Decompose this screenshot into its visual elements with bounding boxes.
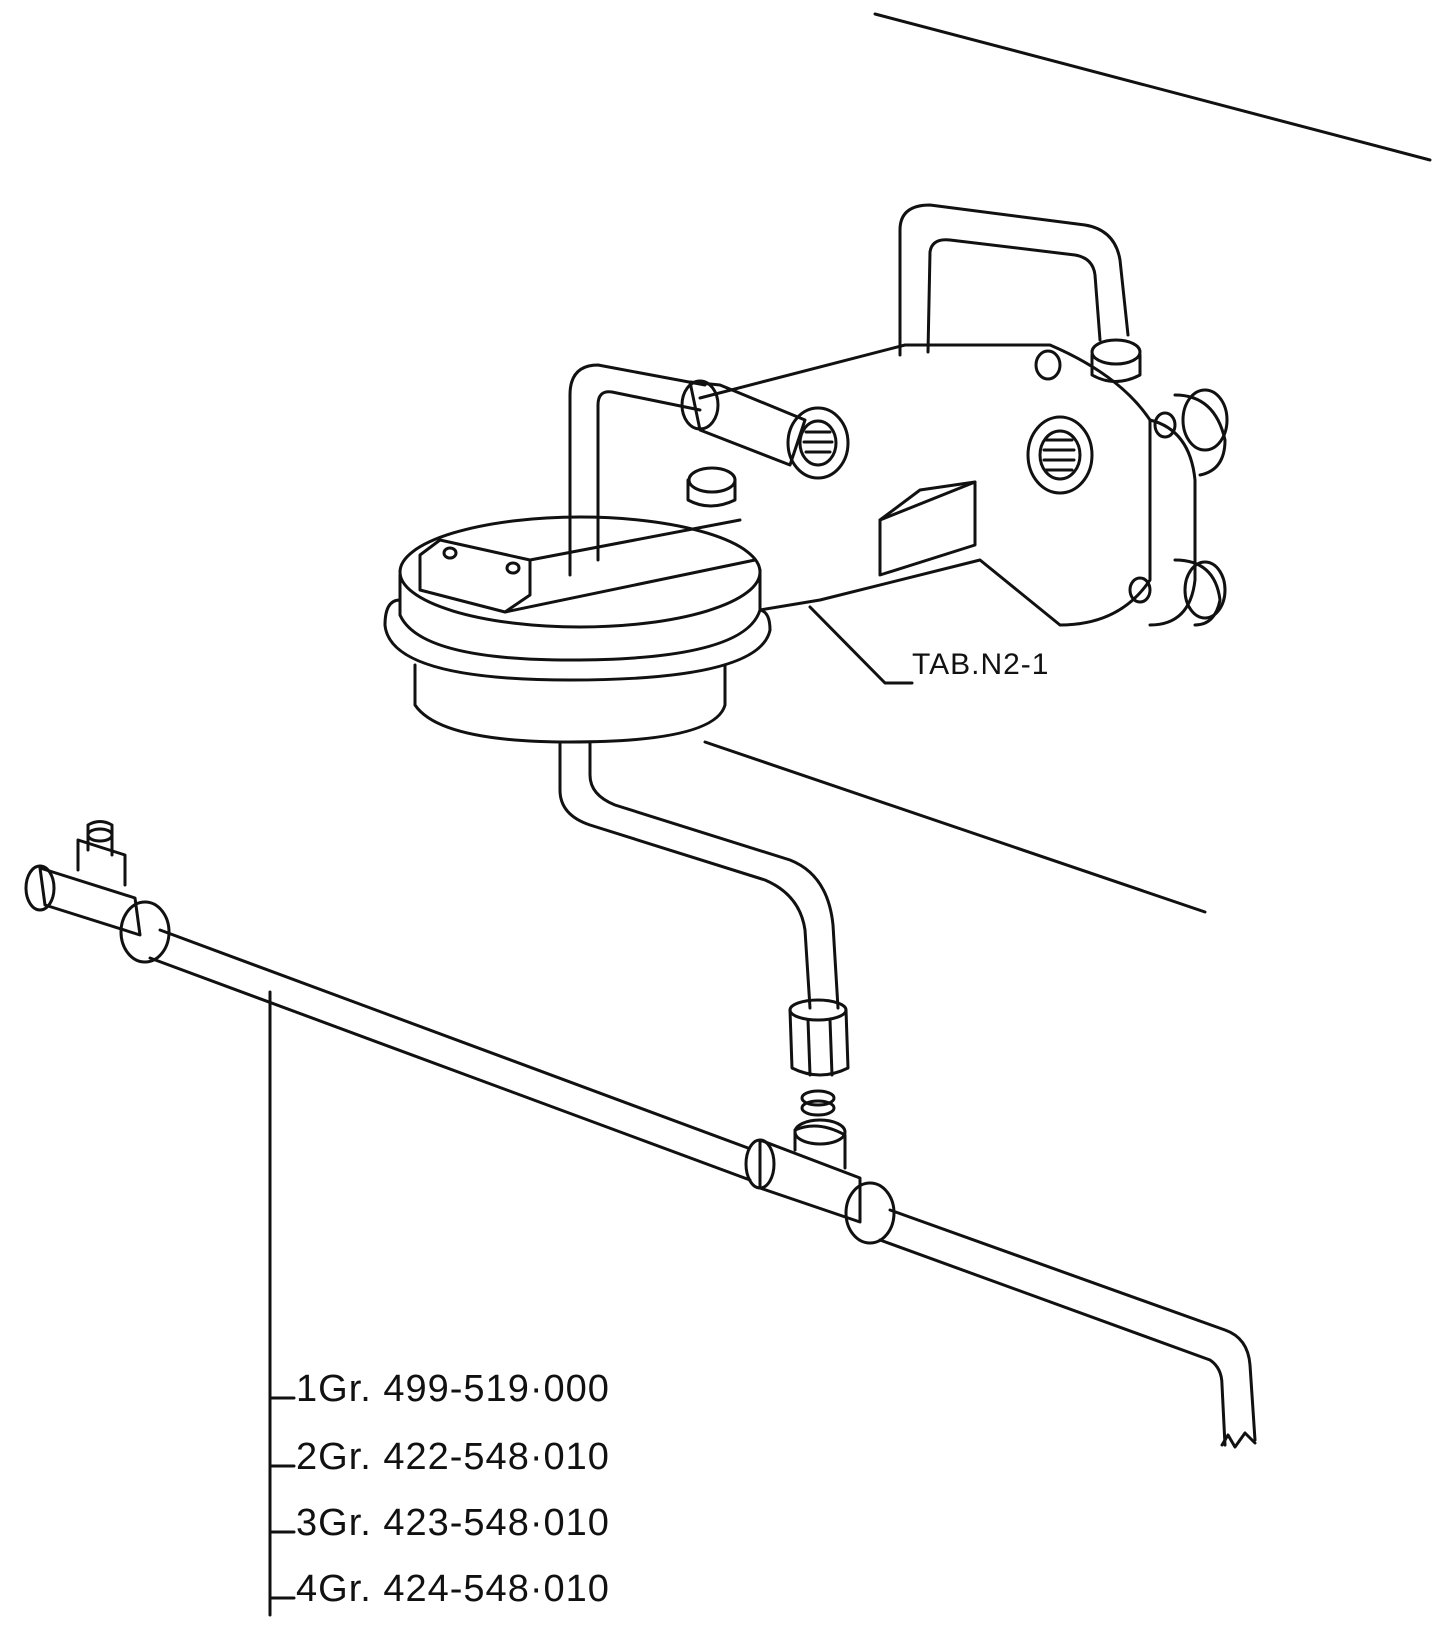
filter-bowl [383, 466, 772, 744]
part-number-group-3: 3Gr. 423-548·010 [296, 1502, 610, 1544]
left-loop-pipe [568, 363, 707, 577]
descending-pipe [558, 740, 840, 1010]
reference-label: TAB.N2-1 [912, 648, 1050, 681]
part-number-group-2: 2Gr. 422-548·010 [296, 1436, 610, 1478]
side-union-fitting [680, 379, 850, 480]
left-end-fitting [24, 820, 171, 964]
engine-outline-lines [703, 12, 1432, 914]
tee-fitting [744, 1118, 896, 1245]
sealing-washer [800, 1089, 836, 1117]
main-pipe [148, 928, 1257, 1449]
part-number-bracket [268, 990, 296, 1617]
part-number-group-1: 1Gr. 499-519·000 [296, 1368, 610, 1410]
loop-pipe [898, 203, 1130, 357]
union-nut [788, 998, 850, 1077]
reference-leader-line [808, 605, 914, 685]
part-number-group-4: 4Gr. 424-548·010 [296, 1568, 610, 1610]
pump-housing [698, 338, 1229, 627]
